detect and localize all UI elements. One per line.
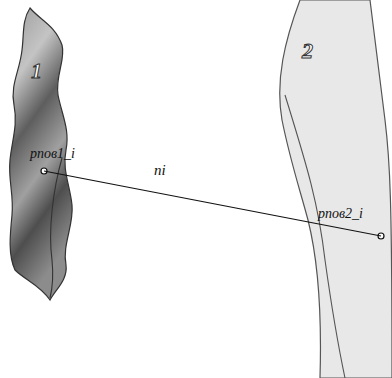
surface-point — [378, 233, 384, 239]
surface-body — [280, 0, 392, 378]
point-label: pпов1_i — [30, 146, 75, 162]
surface-region: 1 pпов1_i — [0, 0, 80, 305]
surface-outline — [270, 0, 392, 378]
text-holder: 2 — [302, 38, 313, 64]
surface-edge — [285, 95, 345, 378]
surface-region: 2 pпов2_i — [270, 0, 392, 378]
text-holder: pпов2_i — [318, 204, 363, 222]
point-label: pпов2_i — [318, 206, 363, 222]
region-number: 1 — [31, 58, 42, 84]
text-holder: pпов1_i — [30, 144, 75, 162]
surface-point — [41, 168, 47, 174]
text-holder: 1 — [31, 58, 42, 84]
region-number: 2 — [302, 38, 313, 64]
line-label: ni — [152, 162, 168, 179]
surface-edge — [50, 158, 62, 298]
